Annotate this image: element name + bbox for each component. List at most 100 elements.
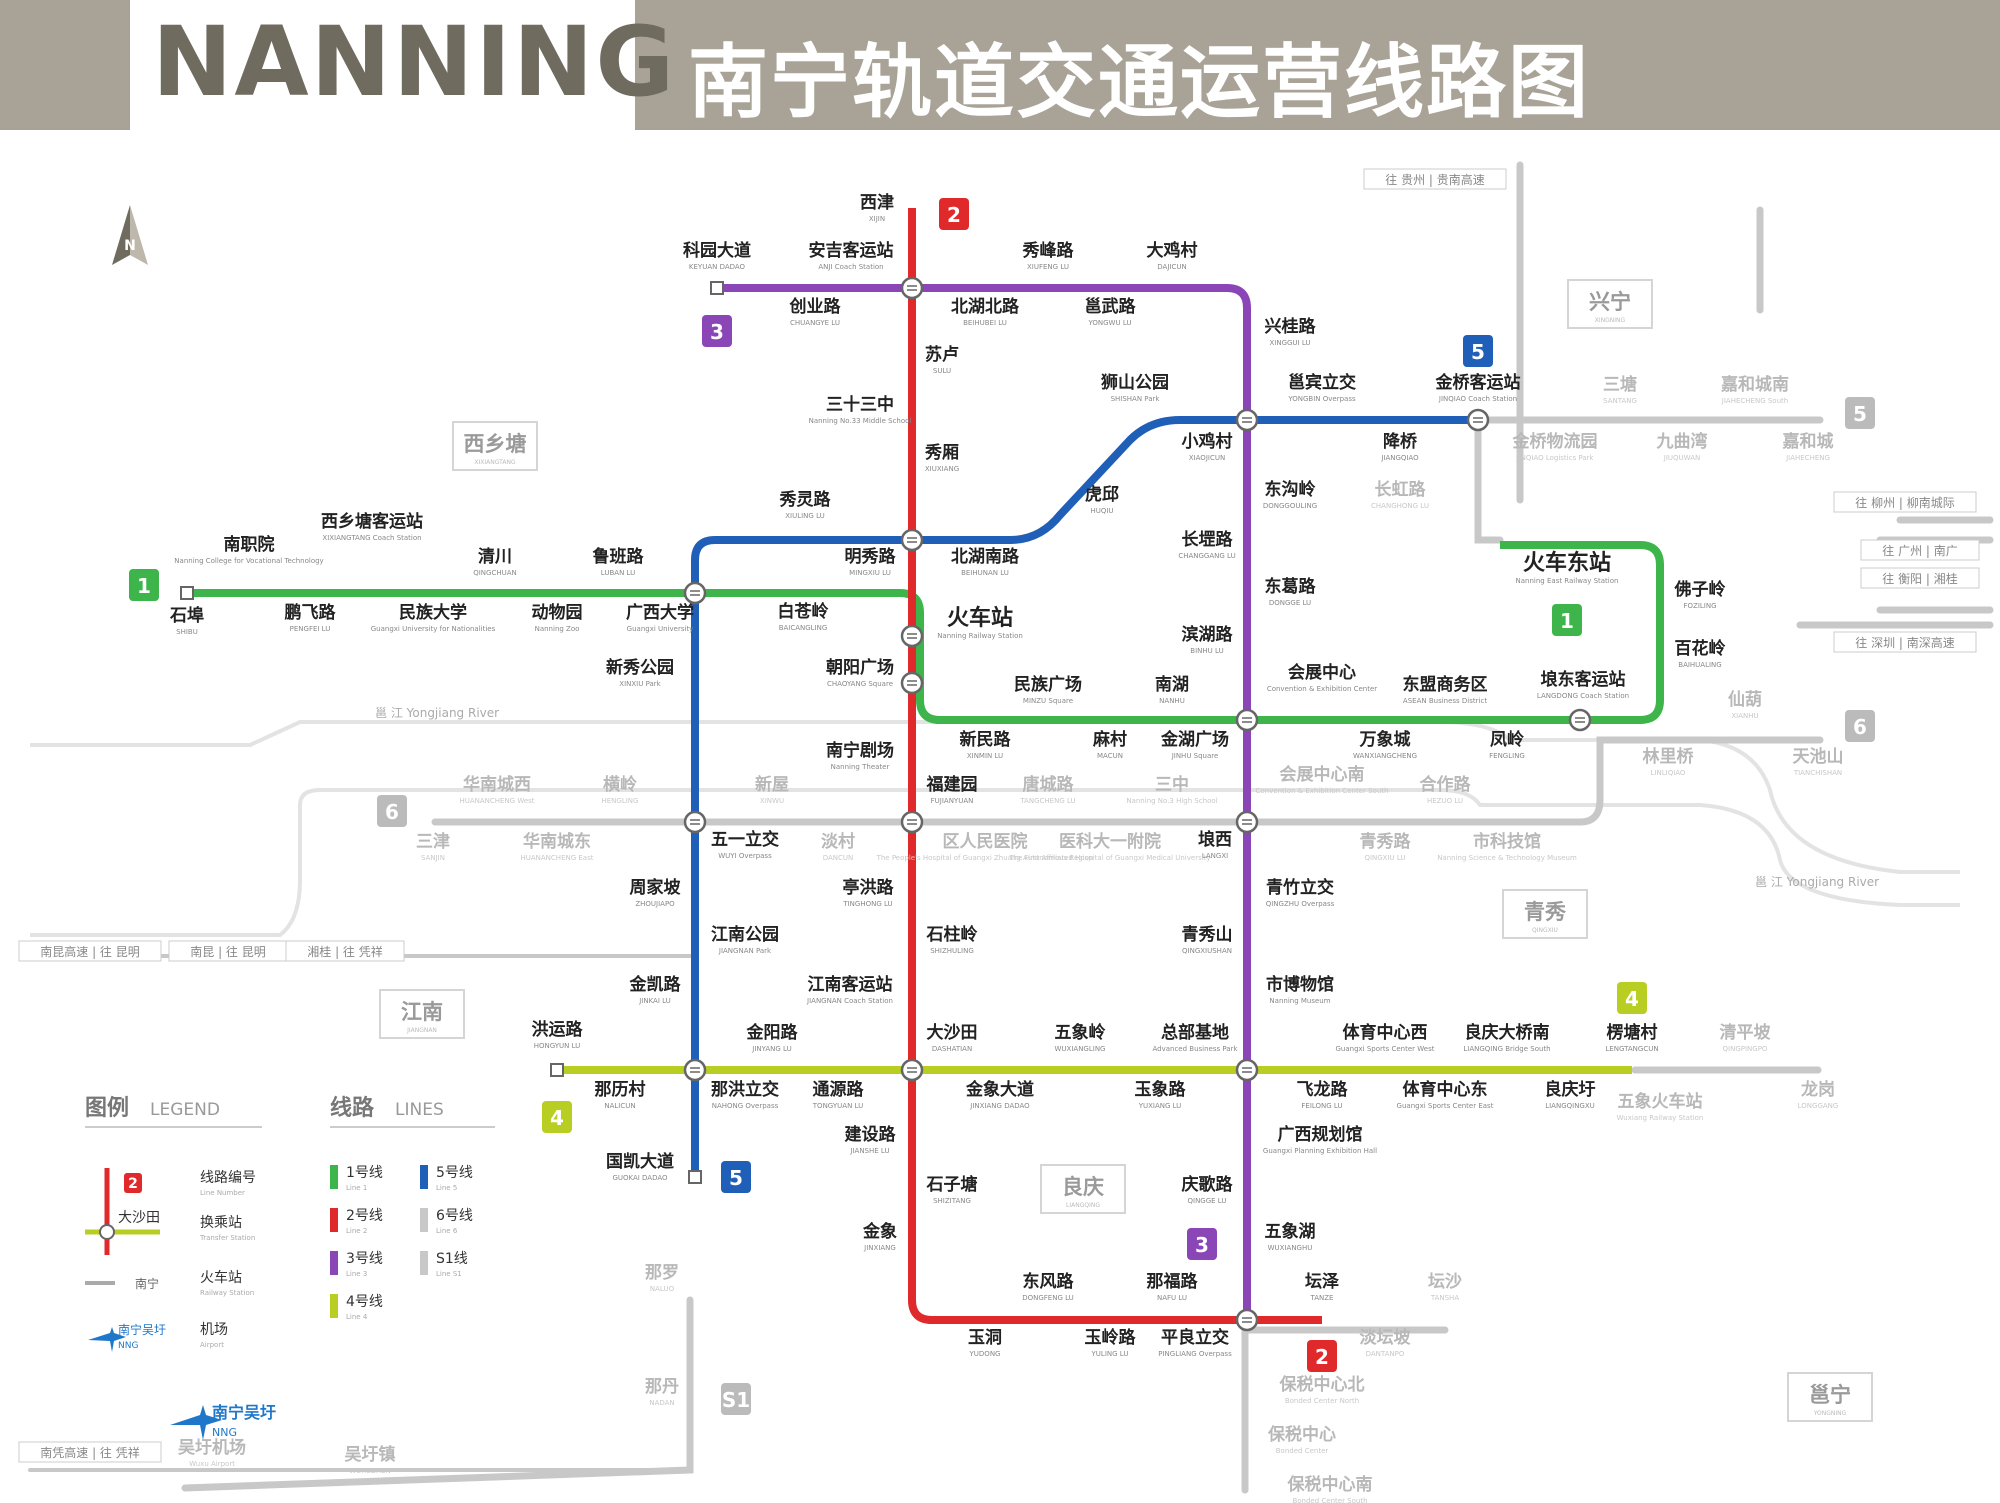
transfer-station-icon[interactable]	[1235, 1308, 1259, 1332]
transfer-station-icon[interactable]	[1466, 408, 1490, 432]
line-badge[interactable]: 5	[1845, 397, 1875, 429]
line-badge[interactable]: S1	[721, 1383, 751, 1415]
transfer-station-icon[interactable]	[683, 581, 707, 605]
transfer-station-icon[interactable]	[683, 810, 707, 834]
terminal-station-icon[interactable]	[550, 1063, 564, 1077]
transfer-station-icon[interactable]	[1235, 1058, 1259, 1082]
line-badge[interactable]: 6	[377, 795, 407, 827]
transfer-station-icon[interactable]	[900, 1058, 924, 1082]
line-badge[interactable]: 5	[721, 1161, 751, 1193]
line-badge[interactable]: 3	[1187, 1228, 1217, 1260]
transfer-station-icon[interactable]	[1568, 708, 1592, 732]
transfer-station-icon[interactable]	[683, 1058, 707, 1082]
line-badge[interactable]: 6	[1845, 710, 1875, 742]
transfer-station-icon[interactable]	[1235, 408, 1259, 432]
transfer-station-icon[interactable]	[1235, 810, 1259, 834]
transfer-station-icon[interactable]	[1235, 708, 1259, 732]
line-badge[interactable]: 1	[129, 569, 159, 601]
line-badge[interactable]: 2	[939, 198, 969, 230]
line-badge[interactable]: 5	[1463, 335, 1493, 367]
line-badge[interactable]: 4	[1617, 982, 1647, 1014]
transfer-station-icon[interactable]	[900, 624, 924, 648]
